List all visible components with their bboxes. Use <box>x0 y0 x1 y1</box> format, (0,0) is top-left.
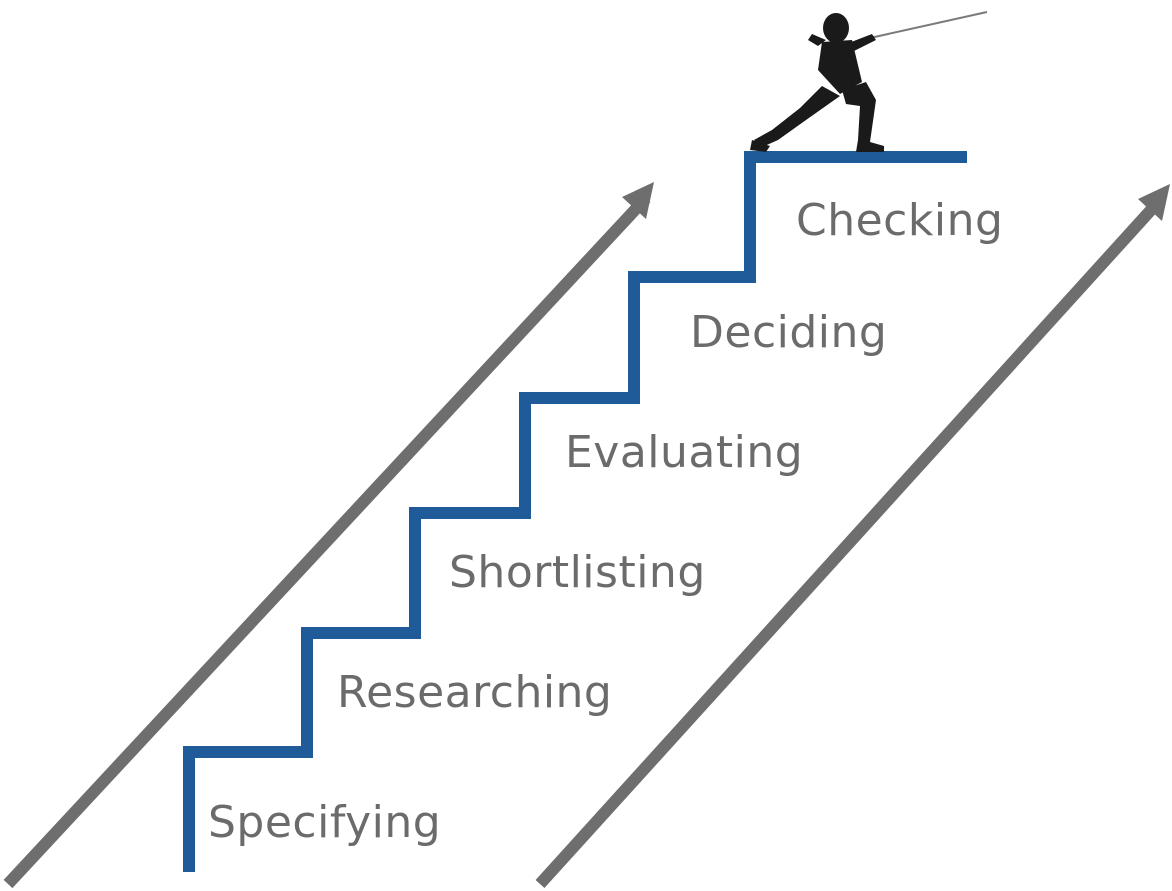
step-label-evaluating: Evaluating <box>565 427 803 478</box>
step-label-deciding: Deciding <box>690 307 887 358</box>
right-arrow-head <box>1138 184 1170 221</box>
step-label-checking: Checking <box>796 195 1003 246</box>
right-arrow <box>535 184 1170 889</box>
fencer-lunge-icon <box>750 11 988 152</box>
step-label-specifying: Specifying <box>208 797 441 848</box>
step-label-researching: Researching <box>337 667 612 718</box>
step-label-shortlisting: Shortlisting <box>449 547 706 598</box>
left-arrow <box>3 182 654 889</box>
staircase-line <box>183 151 967 872</box>
left-arrow-head <box>622 182 654 219</box>
